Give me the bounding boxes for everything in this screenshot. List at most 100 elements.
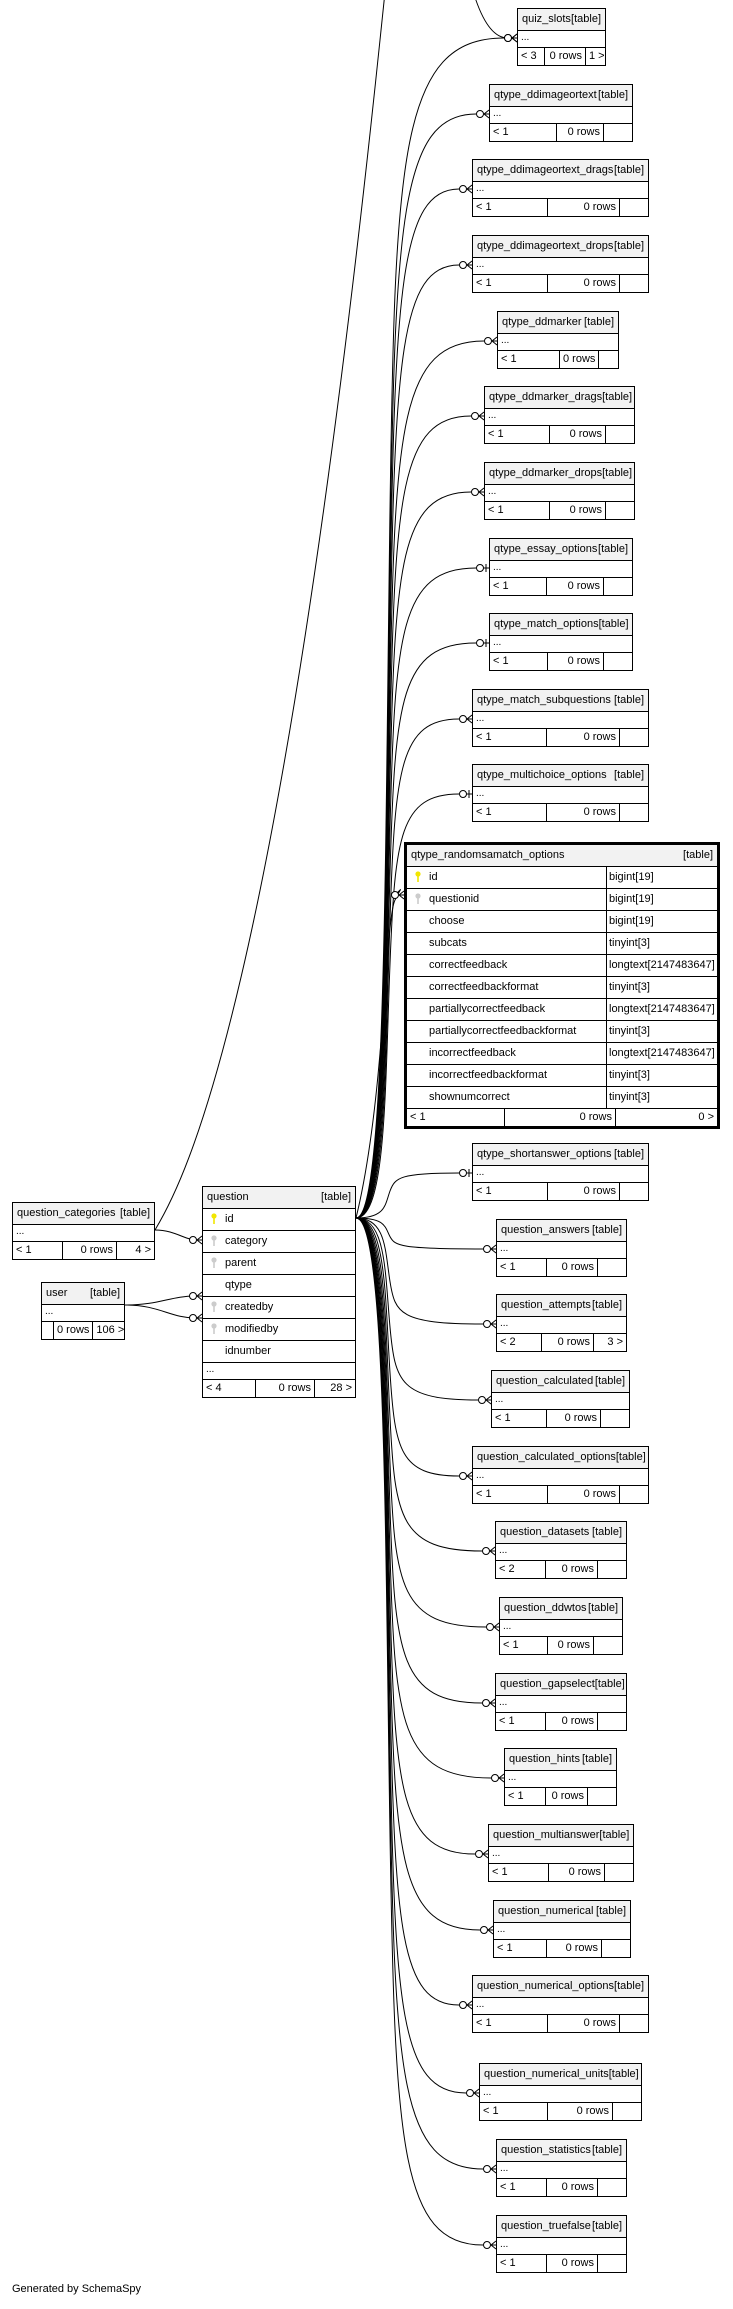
- table-header[interactable]: qtype_ddmarker_drops[table]: [485, 463, 634, 485]
- table-header[interactable]: qtype_ddimageortext_drops[table]: [473, 236, 648, 258]
- column-row[interactable]: id: [203, 1209, 355, 1231]
- children-count[interactable]: [602, 1940, 630, 1957]
- parents-count[interactable]: < 1: [473, 729, 547, 746]
- table-header[interactable]: question_ddwtos[table]: [500, 1598, 622, 1620]
- children-count[interactable]: [620, 1183, 648, 1200]
- children-count[interactable]: [588, 1788, 616, 1805]
- children-count[interactable]: [604, 124, 632, 141]
- table-header[interactable]: question[table]: [203, 1187, 355, 1209]
- table-header[interactable]: question_numerical_units[table]: [480, 2064, 641, 2086]
- table-header[interactable]: qtype_ddimageortext[table]: [490, 85, 632, 107]
- column-row[interactable]: category: [203, 1231, 355, 1253]
- table-header[interactable]: qtype_ddimageortext_drags[table]: [473, 160, 648, 182]
- table-header[interactable]: question_gapselect[table]: [496, 1674, 626, 1696]
- children-count[interactable]: 0 >: [698, 1111, 714, 1123]
- children-count[interactable]: [604, 653, 632, 670]
- parents-count[interactable]: < 1: [497, 2255, 547, 2272]
- parents-count[interactable]: < 1: [13, 1242, 63, 1259]
- parents-count[interactable]: [42, 1322, 54, 1339]
- children-count[interactable]: 3 >: [607, 1336, 623, 1348]
- children-count[interactable]: [620, 804, 648, 821]
- parents-count[interactable]: < 1: [485, 502, 550, 519]
- children-count[interactable]: 1 >: [589, 50, 605, 62]
- column-row[interactable]: parent: [203, 1253, 355, 1275]
- table-header[interactable]: user[table]: [42, 1283, 124, 1305]
- column-row[interactable]: idnumber: [203, 1341, 355, 1363]
- parents-count[interactable]: < 4: [203, 1380, 256, 1397]
- children-count[interactable]: [601, 1410, 629, 1427]
- table-header[interactable]: question_multianswer[table]: [489, 1825, 633, 1847]
- parents-count[interactable]: < 1: [498, 351, 560, 368]
- parents-count[interactable]: < 1: [407, 1109, 505, 1126]
- table-header[interactable]: question_calculated[table]: [492, 1371, 629, 1393]
- children-count[interactable]: [599, 351, 627, 368]
- children-count[interactable]: [620, 2015, 648, 2032]
- table-header[interactable]: question_numerical[table]: [494, 1901, 630, 1923]
- table-header[interactable]: qtype_multichoice_options[table]: [473, 765, 648, 787]
- children-count[interactable]: [598, 1259, 626, 1276]
- parents-count[interactable]: < 1: [473, 804, 547, 821]
- children-count[interactable]: [598, 2255, 626, 2272]
- parents-count[interactable]: < 1: [497, 2179, 547, 2196]
- children-count[interactable]: 28 >: [330, 1382, 352, 1394]
- parents-count[interactable]: < 1: [490, 124, 557, 141]
- parents-count[interactable]: < 1: [492, 1410, 547, 1427]
- children-count[interactable]: [613, 2103, 641, 2120]
- parents-count[interactable]: < 1: [473, 199, 548, 216]
- children-count[interactable]: [606, 502, 634, 519]
- parents-count[interactable]: < 1: [473, 1486, 548, 1503]
- table-header[interactable]: question_truefalse[table]: [497, 2216, 626, 2238]
- parents-count[interactable]: < 1: [485, 426, 550, 443]
- parents-count[interactable]: < 1: [500, 1637, 548, 1654]
- children-count[interactable]: [594, 1637, 622, 1654]
- children-count[interactable]: [598, 1713, 626, 1730]
- children-count[interactable]: [598, 1561, 626, 1578]
- parents-count[interactable]: < 1: [489, 1864, 549, 1881]
- table-question-categories[interactable]: question_categories[table] ... < 1 0 row…: [12, 1202, 155, 1260]
- children-count[interactable]: [620, 199, 648, 216]
- table-header[interactable]: question_hints[table]: [505, 1749, 616, 1771]
- column-row[interactable]: modifiedby: [203, 1319, 355, 1341]
- table-header[interactable]: qtype_shortanswer_options[table]: [473, 1144, 648, 1166]
- parents-count[interactable]: < 1: [490, 653, 548, 670]
- parents-count[interactable]: < 1: [473, 1183, 548, 1200]
- parents-count[interactable]: < 1: [505, 1788, 546, 1805]
- parents-count[interactable]: < 1: [494, 1940, 547, 1957]
- table-header[interactable]: question_attempts[table]: [497, 1295, 626, 1317]
- table-header[interactable]: question_datasets[table]: [496, 1522, 626, 1544]
- table-header[interactable]: qtype_essay_options[table]: [490, 539, 632, 561]
- table-header[interactable]: question_numerical_options[table]: [473, 1976, 648, 1998]
- parents-count[interactable]: < 1: [480, 2103, 548, 2120]
- table-user[interactable]: user[table] ... 0 rows 106 >: [41, 1282, 125, 1340]
- parents-count[interactable]: < 1: [496, 1713, 546, 1730]
- parents-count[interactable]: < 1: [473, 275, 548, 292]
- parents-count[interactable]: < 3: [518, 48, 545, 65]
- children-count[interactable]: [605, 1864, 633, 1881]
- children-count[interactable]: [620, 1486, 648, 1503]
